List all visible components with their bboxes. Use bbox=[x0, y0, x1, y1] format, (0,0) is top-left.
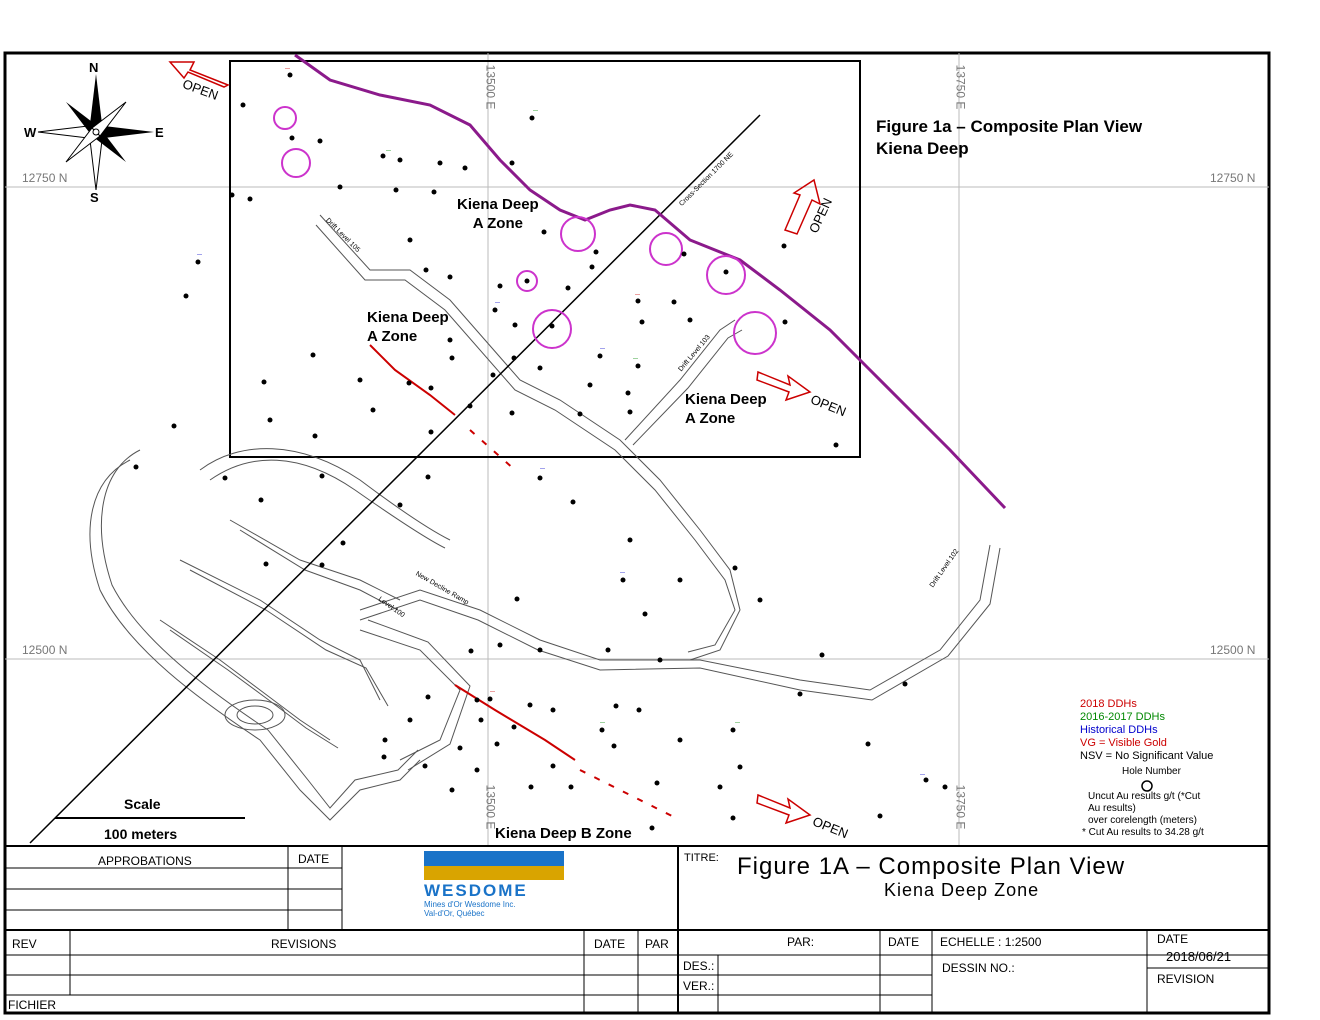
compass-s-label: S bbox=[90, 190, 99, 205]
legend-item-2018: 2018 DDHs bbox=[1080, 698, 1137, 710]
wesdome-logo-blue bbox=[424, 851, 564, 866]
figure-title: Figure 1A – Composite Plan View bbox=[737, 853, 1126, 880]
legend-note-1: Uncut Au results g/t (*Cut bbox=[1088, 791, 1201, 802]
cross-section-line bbox=[29, 114, 761, 844]
visible-gold-circles bbox=[273, 106, 777, 355]
svg-text:—: — bbox=[920, 772, 925, 778]
drill-holes: — — — — — — — — — — — — — — bbox=[133, 66, 948, 831]
block-date-header: DATE bbox=[888, 935, 920, 949]
revisions-header: REVISIONS bbox=[271, 937, 337, 951]
svg-text:—: — bbox=[540, 466, 545, 472]
grid-label-13750e-top: 13750 E bbox=[953, 64, 968, 110]
legend-item-2016-2017: 2016-2017 DDHs bbox=[1080, 711, 1165, 723]
map-title-line-2: Kiena Deep bbox=[876, 139, 969, 158]
rev-header: REV bbox=[12, 937, 37, 951]
compass-n-label: N bbox=[89, 60, 99, 75]
grid-label-12750n-right: 12750 N bbox=[1210, 171, 1256, 185]
approbations-date-header: DATE bbox=[298, 852, 330, 866]
scale-value: 100 meters bbox=[104, 826, 178, 842]
ver-label: VER.: bbox=[683, 979, 715, 993]
figure-subtitle: Kiena Deep Zone bbox=[884, 880, 1040, 900]
company-sub-1: Mines d'Or Wesdome Inc. bbox=[424, 900, 516, 909]
des-label: DES.: bbox=[683, 959, 715, 973]
date-value: 2018/06/21 bbox=[1166, 949, 1232, 964]
svg-text:—: — bbox=[633, 356, 638, 362]
dessin-no-label: DESSIN NO.: bbox=[942, 961, 1015, 975]
inset-box bbox=[229, 60, 861, 458]
zone-label-b: Kiena Deep B Zone bbox=[495, 825, 632, 842]
legend-note-4: * Cut Au results to 34.28 g/t bbox=[1082, 827, 1204, 838]
par-label: PAR: bbox=[787, 935, 815, 949]
legend-note-3: over corelength (meters) bbox=[1088, 815, 1197, 826]
svg-text:—: — bbox=[197, 252, 202, 258]
grid-label-13500e-bottom: 13500 E bbox=[483, 784, 498, 830]
grid-label-13500e-top: 13500 E bbox=[483, 64, 498, 110]
grid-label-12500n-right: 12500 N bbox=[1210, 643, 1256, 657]
compass-w-label: W bbox=[24, 125, 37, 140]
grid-label-13750e-bottom: 13750 E bbox=[953, 784, 968, 830]
scale-title: Scale bbox=[124, 796, 161, 812]
contact-line bbox=[294, 53, 1007, 510]
wesdome-logo-gold bbox=[424, 866, 564, 880]
map-frame bbox=[3, 51, 1271, 1015]
svg-text:—: — bbox=[533, 108, 538, 114]
map-title-line-1: Figure 1a – Composite Plan View bbox=[876, 117, 1143, 136]
revisions-date-header: DATE bbox=[594, 937, 626, 951]
revision-label: REVISION bbox=[1157, 972, 1215, 986]
trend-lines bbox=[369, 344, 681, 821]
svg-text:—: — bbox=[495, 300, 500, 306]
company-name: WESDOME bbox=[424, 881, 528, 900]
svg-text:—: — bbox=[285, 66, 290, 72]
company-sub-2: Val-d'Or, Québec bbox=[424, 909, 485, 918]
echelle-label: ECHELLE : 1:2500 bbox=[940, 935, 1042, 949]
legend-note-2: Au results) bbox=[1088, 803, 1136, 814]
svg-text:—: — bbox=[620, 570, 625, 576]
approbations-header: APPROBATIONS bbox=[98, 854, 192, 868]
zone-label-a-1: Kiena Deep A Zone bbox=[457, 196, 539, 232]
legend-notes: Uncut Au results g/t (*Cut Au results) o… bbox=[1082, 791, 1204, 839]
legend-hole-number: Hole Number bbox=[1122, 766, 1181, 777]
grid-lines bbox=[5, 53, 1269, 845]
zone-label-a-2: Kiena Deep A Zone bbox=[367, 309, 449, 345]
open-arrows bbox=[168, 61, 822, 825]
legend-item-vg: VG = Visible Gold bbox=[1080, 737, 1167, 749]
fichier-label: FICHIER bbox=[8, 998, 56, 1012]
svg-text:—: — bbox=[600, 720, 605, 726]
underground-workings bbox=[89, 214, 1001, 821]
svg-text:—: — bbox=[735, 720, 740, 726]
compass-e-label: E bbox=[155, 125, 164, 140]
revisions-par-header: PAR bbox=[645, 937, 669, 951]
svg-text:—: — bbox=[386, 148, 391, 154]
titre-label: TITRE: bbox=[684, 852, 719, 864]
title-block-lines bbox=[5, 845, 1269, 1013]
map-title: Figure 1a – Composite Plan View Kiena De… bbox=[876, 116, 1142, 160]
svg-text:—: — bbox=[635, 292, 640, 298]
hole-symbol-icon bbox=[1141, 780, 1153, 792]
date-label: DATE bbox=[1157, 932, 1189, 946]
grid-label-12500n-left: 12500 N bbox=[22, 643, 68, 657]
compass-rose-icon bbox=[37, 74, 154, 191]
svg-text:—: — bbox=[600, 346, 605, 352]
grid-label-12750n-left: 12750 N bbox=[22, 171, 68, 185]
legend-item-nsv: NSV = No Significant Value bbox=[1080, 750, 1214, 762]
svg-text:—: — bbox=[490, 689, 495, 695]
legend: 2018 DDHs 2016-2017 DDHs Historical DDHs… bbox=[1080, 698, 1213, 763]
legend-item-historical: Historical DDHs bbox=[1080, 724, 1158, 736]
zone-label-a-3: Kiena Deep A Zone bbox=[685, 391, 767, 427]
